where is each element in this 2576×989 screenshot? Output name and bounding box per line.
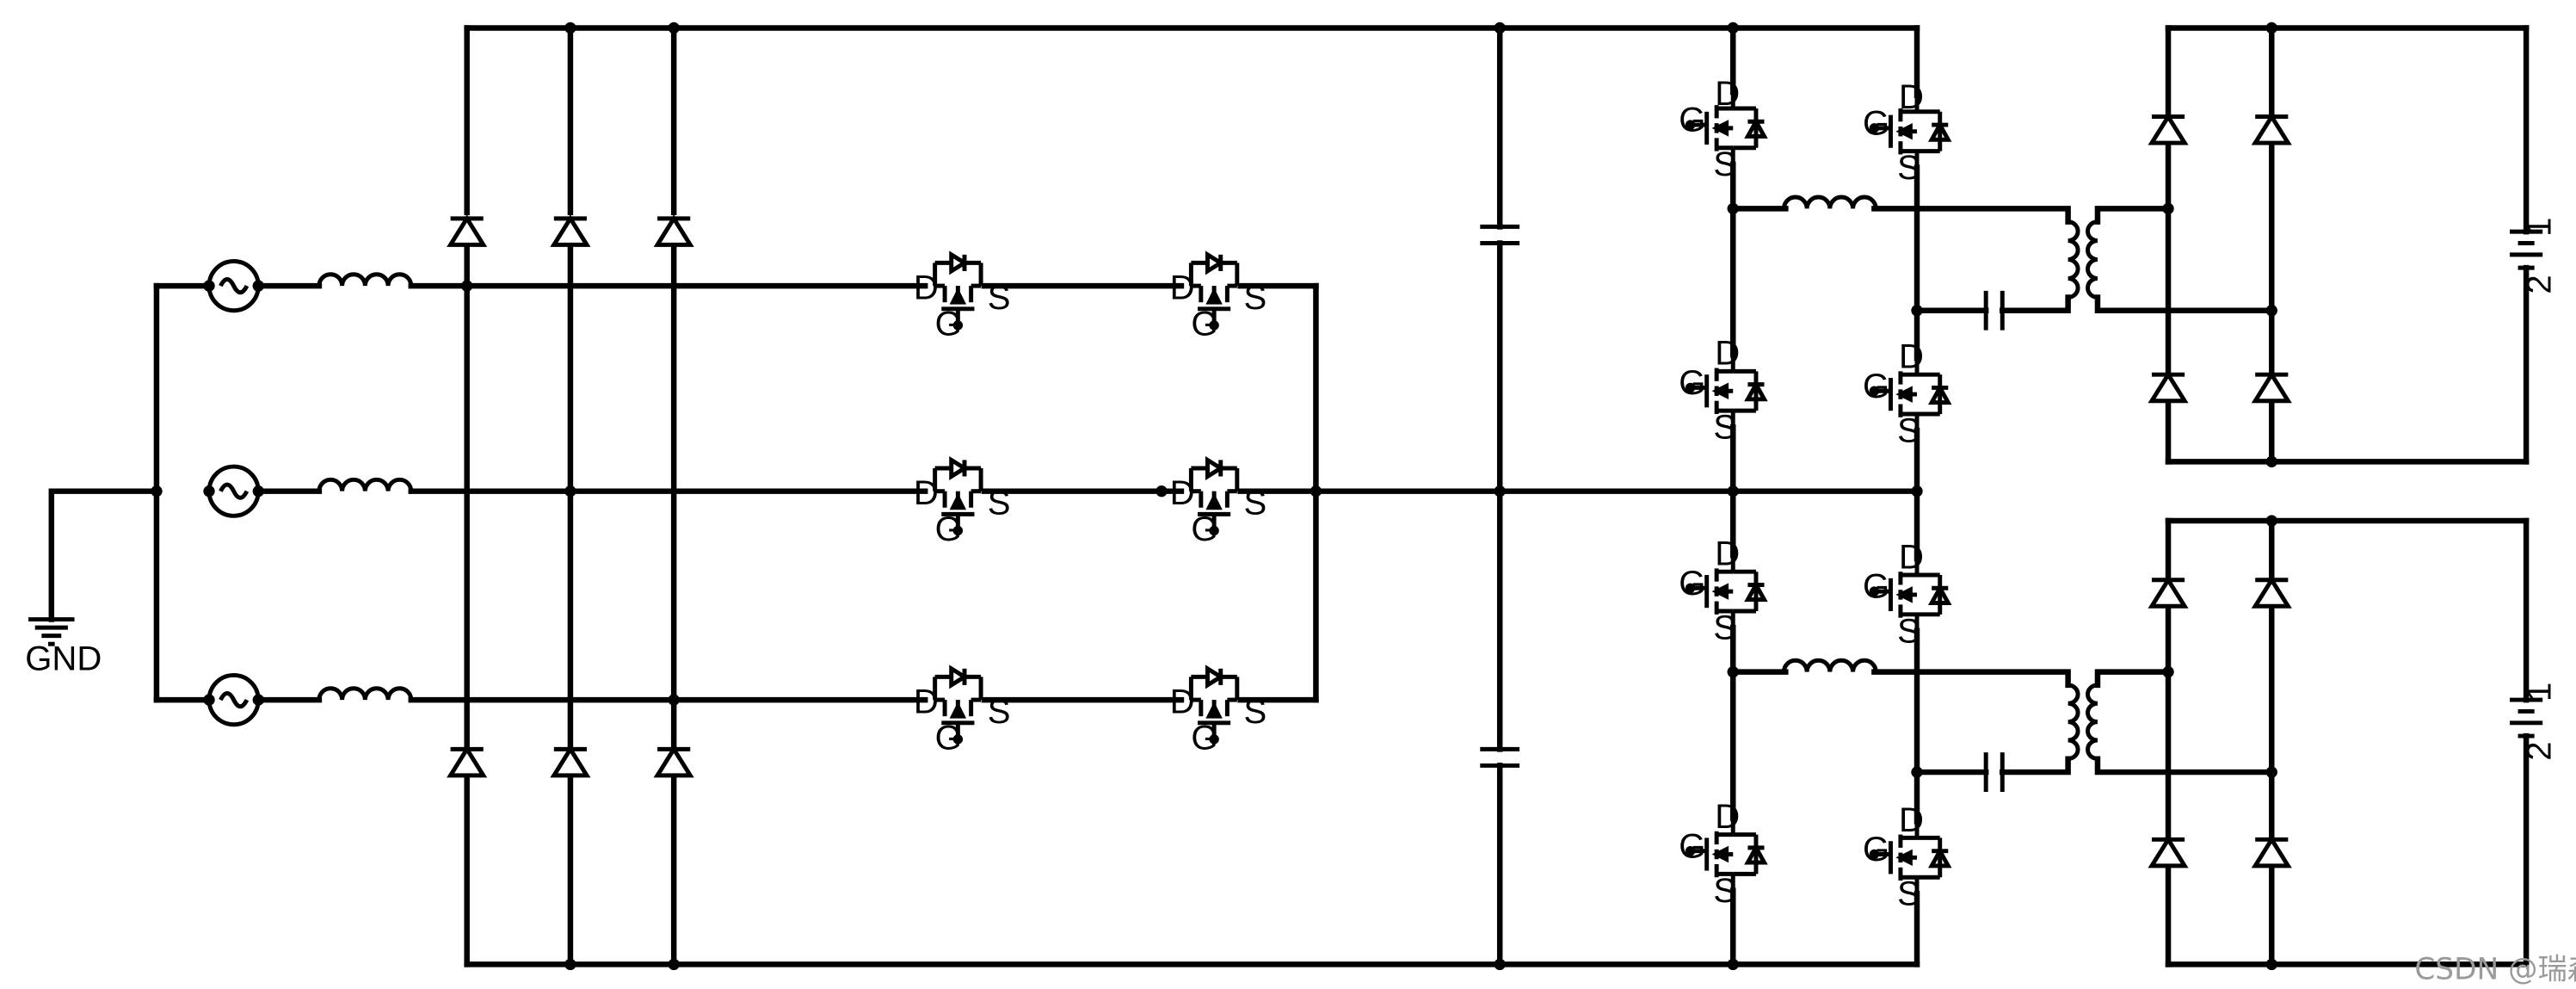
drain-label: D [1899, 538, 1924, 576]
drain-label: D [1899, 338, 1924, 376]
gate-label: G [935, 719, 962, 757]
output-diode [2152, 838, 2185, 867]
rectifier-diode [554, 215, 587, 244]
hbridge-mosfet: D G S [1863, 78, 1948, 187]
input-inductor [319, 275, 411, 286]
source-label: S [988, 693, 1011, 731]
input-inductor [319, 689, 411, 700]
switch-mosfet: D S G [1170, 669, 1266, 757]
output-diode [2152, 373, 2185, 402]
gate-label: G [1863, 831, 1889, 868]
gate-label: G [1863, 568, 1889, 606]
drain-label: D [1715, 335, 1740, 373]
source-label: S [1713, 145, 1736, 183]
output-diode [2255, 373, 2288, 402]
ac-source-icon [209, 675, 258, 724]
gate-label: G [1191, 719, 1217, 757]
gate-label: G [1863, 105, 1889, 143]
output-diode [2255, 578, 2288, 608]
battery-icon [2510, 697, 2543, 739]
drain-label: D [1715, 798, 1740, 836]
gate-label: G [1679, 364, 1705, 402]
source-label: S [1243, 484, 1266, 522]
switch-mosfet: D S G [914, 255, 1011, 343]
hbridge-mosfet: D G S [1679, 335, 1764, 447]
rectifier-diode [657, 747, 690, 776]
ground-symbol [28, 617, 75, 646]
resonant-capacitor [1983, 752, 2005, 792]
battery-pin-2: 2 [2521, 275, 2559, 294]
drain-label: D [1899, 801, 1924, 839]
transformer [2068, 683, 2098, 761]
output-diode [2255, 838, 2288, 867]
hbridge-mosfet: D G S [1679, 798, 1764, 910]
dc-link-capacitor [1480, 224, 1520, 245]
transformer [2068, 219, 2098, 300]
output-diode [2255, 115, 2288, 145]
gate-label: G [1679, 102, 1705, 139]
switch-mosfet: D S G [1170, 460, 1266, 548]
drain-label: D [1170, 683, 1195, 720]
hbridge-mosfet: D G S [1863, 338, 1948, 449]
rectifier-diode [554, 747, 587, 776]
gate-label: G [1679, 565, 1705, 603]
hbridge-mosfet: D G S [1863, 801, 1948, 913]
source-label: S [1897, 411, 1920, 449]
source-label: S [988, 279, 1011, 317]
switch-mosfet: D S G [914, 460, 1011, 548]
source-label: S [1897, 149, 1920, 187]
hbridge-mosfet: D G S [1863, 538, 1948, 650]
gate-label: G [935, 510, 962, 548]
rectifier-diode [451, 215, 484, 244]
drain-label: D [1170, 269, 1195, 306]
battery-icon [2510, 229, 2543, 270]
source-label: S [1713, 872, 1736, 910]
drain-label: D [1715, 75, 1740, 113]
source-label: S [1897, 612, 1920, 650]
source-label: S [1243, 279, 1266, 317]
drain-label: D [1170, 474, 1195, 512]
source-label: S [1713, 609, 1736, 646]
gate-label: G [1863, 368, 1889, 405]
gate-label: G [935, 305, 962, 343]
input-inductor [319, 479, 411, 491]
junction-dots [151, 22, 2277, 971]
gate-label: G [1191, 305, 1217, 343]
resonant-capacitor [1983, 290, 2005, 331]
ac-source-icon [209, 261, 258, 310]
ground-label: GND [25, 640, 102, 678]
switch-mosfet: D S G [1170, 255, 1266, 343]
rectifier-diode [657, 215, 690, 244]
wiring [48, 25, 2530, 967]
resonant-inductor [1784, 197, 1876, 208]
battery-pin-2: 2 [2521, 741, 2559, 760]
output-diode [2152, 578, 2185, 608]
battery-pin-1: 1 [2521, 218, 2559, 237]
dc-link-capacitor [1480, 746, 1520, 768]
watermark-text: CSDN @瑞森半导体 [2414, 953, 2576, 987]
source-label: S [1713, 409, 1736, 447]
drain-label: D [1899, 78, 1924, 116]
switch-mosfet: D S G [914, 669, 1011, 757]
hbridge-mosfet: D G S [1679, 535, 1764, 646]
rectifier-diode [451, 747, 484, 776]
battery-pin-1: 1 [2521, 683, 2559, 702]
drain-label: D [914, 683, 939, 720]
ac-source-icon [209, 467, 258, 516]
drain-label: D [1715, 535, 1740, 573]
resonant-inductor [1784, 660, 1876, 671]
output-diode [2152, 115, 2185, 145]
source-label: S [988, 484, 1011, 522]
hbridge-mosfet: D G S [1679, 75, 1764, 183]
source-label: S [1897, 875, 1920, 913]
gate-label: G [1191, 510, 1217, 548]
drain-label: D [914, 474, 939, 512]
source-label: S [1243, 693, 1266, 731]
gate-label: G [1679, 827, 1705, 865]
drain-label: D [914, 269, 939, 306]
